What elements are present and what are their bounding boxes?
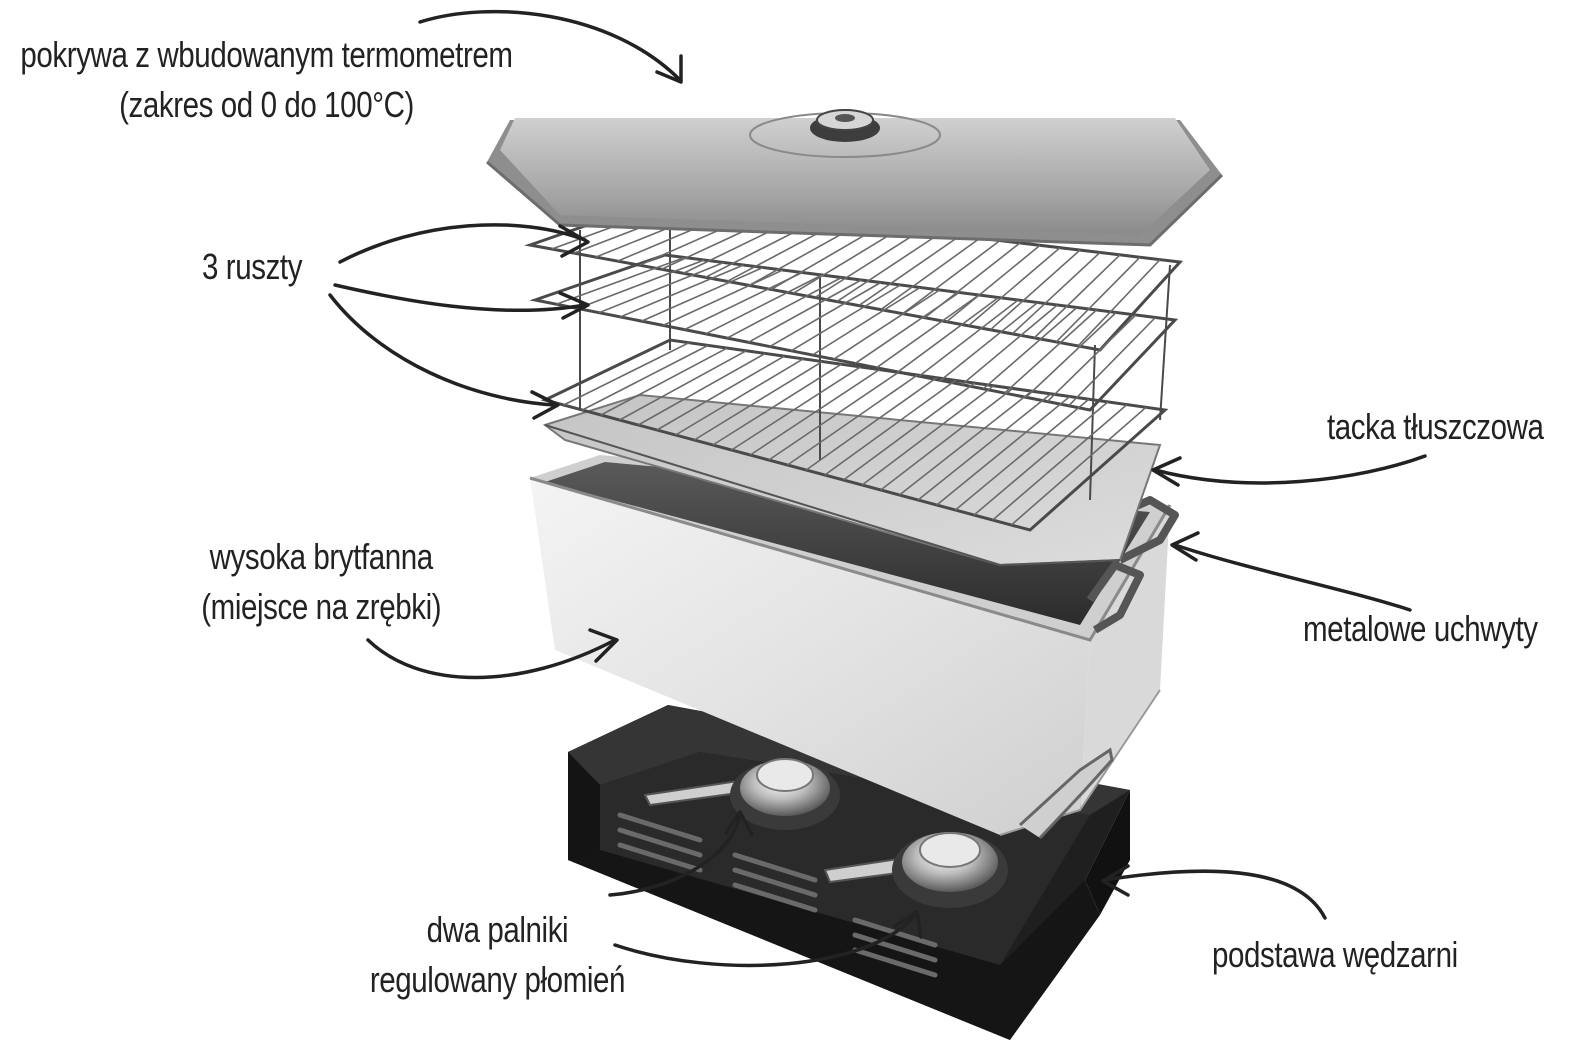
- label-burners-line2: regulowany płomień: [369, 959, 626, 1000]
- rack-wire: [936, 395, 1071, 506]
- rack-wire: [768, 371, 899, 461]
- rack-wire: [620, 264, 744, 318]
- rack-wire: [961, 304, 1058, 386]
- rack-wire: [1010, 406, 1147, 526]
- rack-wire: [917, 393, 1052, 501]
- rack-wire: [861, 385, 995, 486]
- rack-wire: [1055, 256, 1141, 343]
- rack-wire: [748, 279, 862, 344]
- rack-wire: [731, 366, 861, 451]
- rack-wire: [940, 301, 1039, 382]
- lid-with-thermometer: [486, 109, 1224, 247]
- rack-wire: [1068, 316, 1156, 407]
- rack-wire: [824, 379, 957, 476]
- rack-wire: [563, 341, 690, 406]
- rack-wire: [641, 266, 764, 322]
- rack-wire: [726, 276, 842, 339]
- rack-wire: [812, 286, 921, 356]
- rack-wire: [973, 401, 1109, 516]
- burner-right: [823, 832, 1008, 908]
- rack-wire: [656, 355, 785, 431]
- label-burners: dwa palniki regulowany płomień: [356, 905, 639, 1005]
- rack-wire: [967, 247, 1061, 327]
- rack-wire: [581, 344, 709, 411]
- label-pan-line2: (miejsce na zrębki): [201, 586, 442, 627]
- rack-wire: [637, 352, 766, 426]
- rack-wire: [842, 382, 976, 481]
- rack-wire: [792, 227, 901, 295]
- rack-wires: [551, 201, 1161, 526]
- rack-wire: [1025, 311, 1117, 398]
- rack-wire: [712, 363, 842, 446]
- rack-wire: [1046, 314, 1137, 403]
- rack-wire: [1004, 309, 1098, 394]
- rack-wire: [1033, 254, 1121, 339]
- label-lid: pokrywa z wbudowanym termometrem (zakres…: [0, 30, 533, 130]
- rack-wire: [954, 398, 1090, 511]
- burner-left: [643, 758, 840, 830]
- label-base: podstawa wędzarni: [1212, 934, 1458, 975]
- label-pan: wysoka brytfanna (miejsce na zrębki): [190, 532, 452, 632]
- rack-wire: [577, 259, 705, 310]
- rack-wire: [769, 281, 882, 348]
- rack-wire: [898, 390, 1033, 496]
- rack-wire: [880, 237, 981, 311]
- rack-wire: [833, 289, 941, 360]
- rack-wire: [662, 269, 784, 327]
- label-racks: 3 ruszty: [202, 246, 303, 287]
- rack-wire: [858, 235, 961, 307]
- rack-wire: [556, 256, 685, 305]
- rack-wire: [705, 274, 823, 335]
- rack-wire: [854, 291, 960, 365]
- rack-wire: [1077, 259, 1161, 347]
- rack-wire: [600, 347, 728, 416]
- annotation-arrows: [328, 9, 1427, 968]
- rack-wire: [675, 358, 804, 436]
- rack-wire: [684, 271, 803, 331]
- rack-wire: [749, 368, 880, 456]
- rack-wire: [693, 360, 823, 441]
- label-handles: metalowe uchwyty: [1303, 608, 1538, 649]
- rack-wire: [814, 230, 921, 299]
- label-fat-tray: tacka tłuszczowa: [1327, 406, 1544, 447]
- rack-wire: [897, 296, 999, 373]
- label-burners-line1: dwa palniki: [426, 909, 569, 950]
- rack-wire: [918, 299, 1019, 377]
- rack-wire: [992, 404, 1128, 521]
- rack-wire: [790, 284, 901, 352]
- rack-wire: [880, 387, 1014, 491]
- rack-wire: [876, 294, 980, 369]
- rack-wire: [982, 306, 1078, 390]
- label-pan-line1: wysoka brytfanna: [209, 536, 434, 577]
- label-lid-line1: pokrywa z wbudowanym termometrem: [20, 34, 513, 75]
- rack-wire: [946, 244, 1041, 323]
- rack-wire: [836, 232, 941, 303]
- rack-wire: [989, 249, 1081, 331]
- rack-wire: [787, 374, 918, 466]
- rack-wire: [902, 239, 1001, 315]
- rack-wire: [598, 261, 725, 314]
- rack-wire: [619, 350, 747, 421]
- rack-wire: [1011, 251, 1101, 335]
- rack-wire: [805, 377, 938, 471]
- label-lid-line2: (zakres od 0 do 100°C): [119, 84, 414, 125]
